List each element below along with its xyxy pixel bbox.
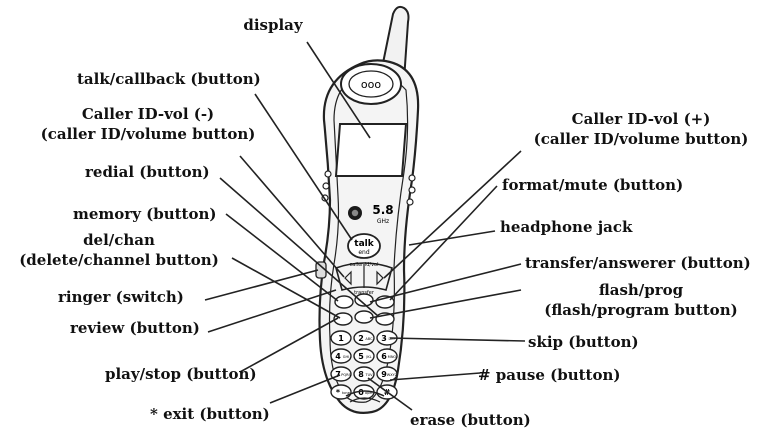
label-pound-pause: # pause (button) <box>478 366 620 385</box>
label-callerid-plus-1: Caller ID-vol (+) <box>525 110 757 129</box>
key-9-letters: WXYZ <box>387 373 398 377</box>
svg-text:GHz: GHz <box>377 218 389 225</box>
label-transfer-answerer: transfer/answerer (button) <box>525 254 751 273</box>
label-redial: redial (button) <box>85 163 210 182</box>
leader-star-exit <box>270 375 340 403</box>
key-6: 6MNO <box>377 349 397 363</box>
key-3-digit: 3 <box>381 334 387 343</box>
label-review: review (button) <box>70 319 200 338</box>
label-headphone-jack: headphone jack <box>500 218 632 237</box>
label-format-mute: format/mute (button) <box>502 176 683 195</box>
label-erase: erase (button) <box>410 411 531 430</box>
label-play-stop: play/stop (button) <box>105 365 257 384</box>
label-star-exit: * exit (button) <box>150 405 270 424</box>
svg-text:end: end <box>358 249 369 256</box>
leader-pound-pause <box>390 373 480 380</box>
leader-skip <box>390 338 525 341</box>
key-7-digit: 7 <box>335 370 341 379</box>
key-2-digit: 2 <box>358 334 364 343</box>
key-8: 8TUV <box>354 367 374 381</box>
key-7-letters: PQRS <box>341 373 351 377</box>
key-5: 5JKL <box>354 349 374 363</box>
key-6-letters: MNO <box>388 355 397 359</box>
label-callerid-minus-2: (caller ID/volume button) <box>8 125 288 144</box>
label-memory: memory (button) <box>73 205 217 224</box>
key-5-digit: 5 <box>358 352 364 361</box>
memory-button-shape <box>335 296 353 308</box>
key-7: 7PQRS <box>331 367 352 381</box>
label-callerid-minus-1: Caller ID-vol (-) <box>8 105 288 124</box>
label-ringer: ringer (switch) <box>58 288 184 307</box>
key-5-letters: JKL <box>365 355 371 359</box>
label-display: display <box>228 16 318 35</box>
label-callerid-plus-2: (caller ID/volume button) <box>525 130 757 149</box>
svg-text:5.8: 5.8 <box>372 203 393 217</box>
label-del-chan-2: (delete/channel button) <box>8 251 230 270</box>
label-flash-prog-1: flash/prog <box>525 281 757 300</box>
leader-review <box>208 290 336 332</box>
key-8-letters: TUV <box>364 373 373 377</box>
key-1: 1 <box>331 331 351 345</box>
key-4-digit: 4 <box>335 352 341 361</box>
flash-button-shape <box>355 311 373 323</box>
key-8-digit: 8 <box>358 370 364 379</box>
svg-text:caller id/vol: caller id/vol <box>350 262 379 268</box>
label-del-chan-1: del/chan <box>8 231 230 250</box>
key-2: 2ABC <box>354 331 374 345</box>
svg-text:ooo: ooo <box>361 78 381 91</box>
label-skip: skip (button) <box>528 333 639 352</box>
svg-text:transfer: transfer <box>354 290 375 296</box>
leader-memory <box>226 214 338 301</box>
svg-text:talk: talk <box>354 239 374 249</box>
label-talk-callback: talk/callback (button) <box>77 70 261 89</box>
display-screen <box>336 124 406 176</box>
label-flash-prog-2: (flash/program button) <box>525 301 757 320</box>
key-2-letters: ABC <box>365 337 373 341</box>
key-6-digit: 6 <box>381 352 387 361</box>
key-1-digit: 1 <box>338 334 344 343</box>
key-4: 4GHI <box>331 349 351 363</box>
key-0-digit: 0 <box>358 388 364 397</box>
key-star: *tone <box>331 385 351 399</box>
key-4-letters: GHI <box>343 355 349 359</box>
